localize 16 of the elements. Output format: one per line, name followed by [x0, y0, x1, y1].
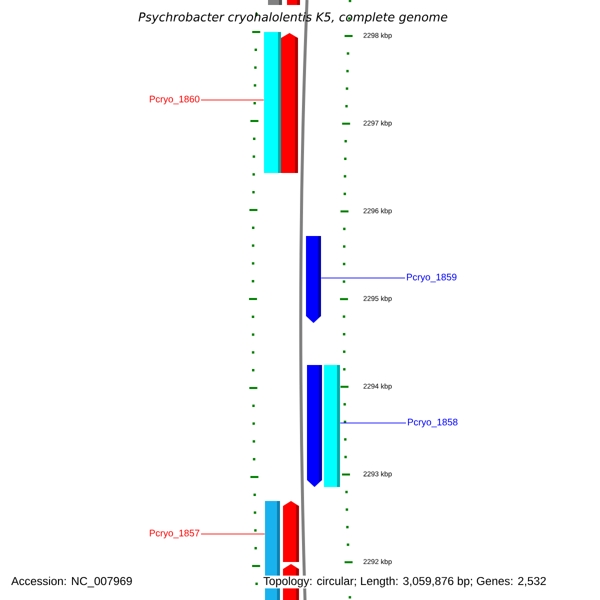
gene-block — [281, 33, 298, 173]
gene-block — [307, 365, 322, 487]
gene-label: Pcryo_1859 — [407, 274, 456, 282]
gene-bar — [268, 0, 282, 5]
gene-label: Pcryo_1858 — [408, 418, 458, 428]
gene-bar — [287, 0, 300, 5]
gene-bar — [324, 365, 340, 487]
leader-line — [340, 422, 406, 424]
gene-bar — [264, 32, 281, 173]
title: Psychrobacter cryohalolentis K5, complete genome — [138, 12, 448, 24]
gene-label: Pcryo_1860 — [150, 96, 200, 104]
gene-label: Pcryo_1857 — [150, 530, 200, 538]
footer-text: Topology: circular; Length: 3,059,876 bp; Genes: 2,532 — [262, 576, 548, 588]
gene-block — [306, 236, 321, 323]
gene-block — [283, 501, 299, 562]
footer-text: Accession: NC_007969 — [10, 576, 134, 588]
